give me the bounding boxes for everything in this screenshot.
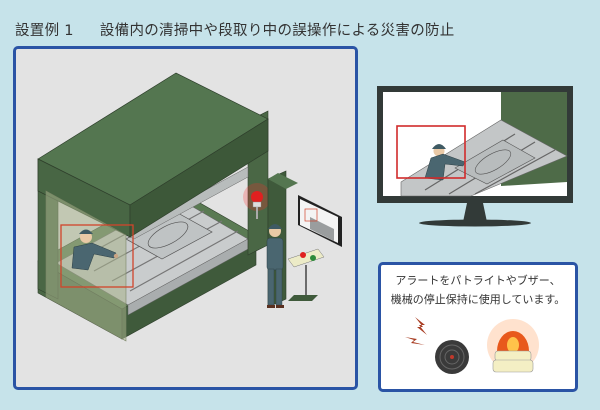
worker-inside-icon (71, 229, 119, 271)
die-cavity (147, 221, 189, 249)
info-line-1: アラートをパトライトやブザー、 (395, 274, 561, 287)
info-illustrations (405, 317, 539, 374)
info-line-2: 機械の停止保持に使用しています。 (390, 293, 566, 306)
page-title: 設置例 1 設備内の清掃中や段取り中の誤操作による災害の防止 (15, 19, 455, 40)
monitor-illustration (377, 86, 573, 227)
crown-side (129, 118, 269, 238)
screen-detection-box (396, 125, 466, 179)
info-box: アラートをパトライトやブザー、 機械の停止保持に使用しています。 (378, 262, 578, 392)
monitor-neck (463, 203, 487, 222)
detection-box (60, 224, 134, 288)
camera-monitor (375, 82, 575, 232)
buzzer-sound-icon (405, 317, 427, 345)
control-panel-icon (287, 248, 325, 301)
signal-tower-icon (243, 183, 271, 219)
example-label: 設置例 1 (15, 23, 74, 39)
press-machine-illustration (37, 72, 342, 342)
buzzer-icon (435, 340, 469, 374)
control-cabinet-top (268, 173, 298, 189)
patlite-icon (487, 319, 539, 373)
screen-die-cavity (474, 149, 512, 175)
main-scene-panel (13, 46, 358, 390)
title-text: 設備内の清掃中や段取り中の誤操作による災害の防止 (99, 23, 455, 39)
screen-die (454, 139, 536, 185)
monitor-stand (419, 219, 531, 227)
hmi-monitor-icon (298, 195, 342, 247)
operator-icon (266, 224, 284, 308)
